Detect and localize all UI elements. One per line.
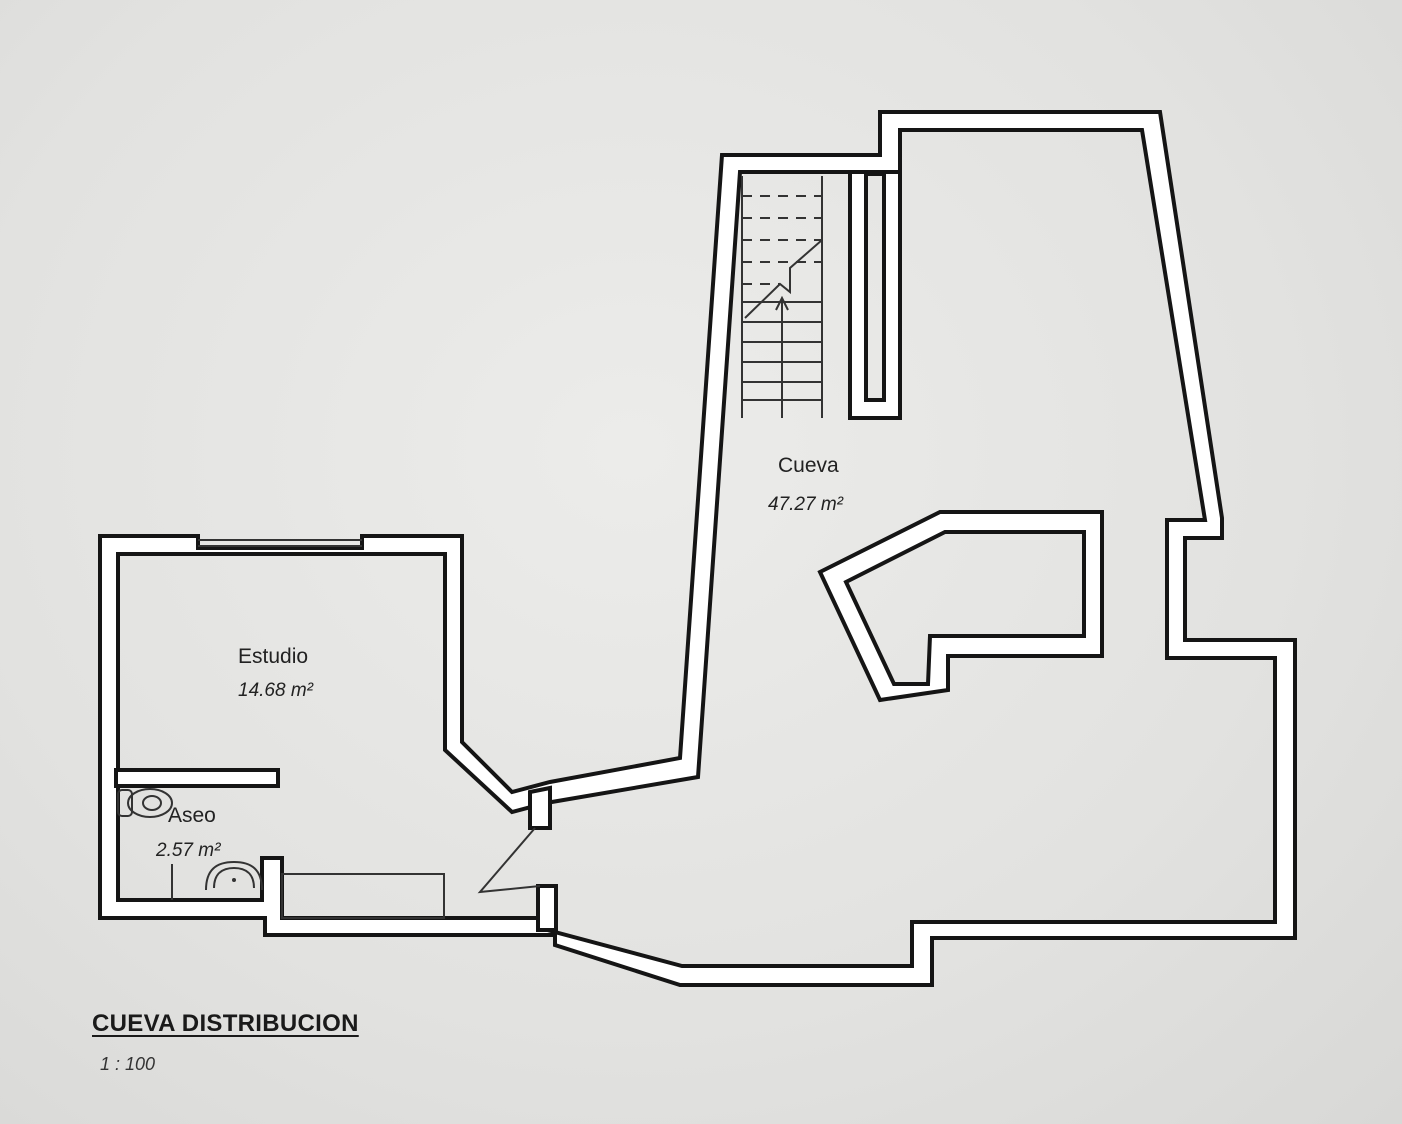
outer-wall <box>98 110 1297 987</box>
aseo-partition-wall <box>114 768 280 788</box>
door-swing <box>477 827 541 894</box>
room-name-aseo: Aseo <box>168 804 216 827</box>
door-jamb-lower <box>536 884 558 932</box>
staircase <box>741 176 823 418</box>
sink-icon <box>205 860 263 891</box>
plan-title: CUEVA DISTRIBUCION <box>92 1010 359 1037</box>
interior-pillar-block <box>817 510 1104 703</box>
room-name-estudio: Estudio <box>238 645 308 668</box>
door-jamb-upper <box>528 785 552 830</box>
toilet-icon <box>117 788 173 818</box>
room-area-cueva: 47.27 m² <box>768 494 844 515</box>
room-area-estudio: 14.68 m² <box>238 680 314 701</box>
room-area-aseo: 2.57 m² <box>155 840 221 861</box>
room-name-cueva: Cueva <box>778 454 839 477</box>
plan-scale: 1 : 100 <box>100 1054 156 1074</box>
corridor-counter <box>281 873 445 919</box>
stair-side-wall <box>848 170 902 420</box>
